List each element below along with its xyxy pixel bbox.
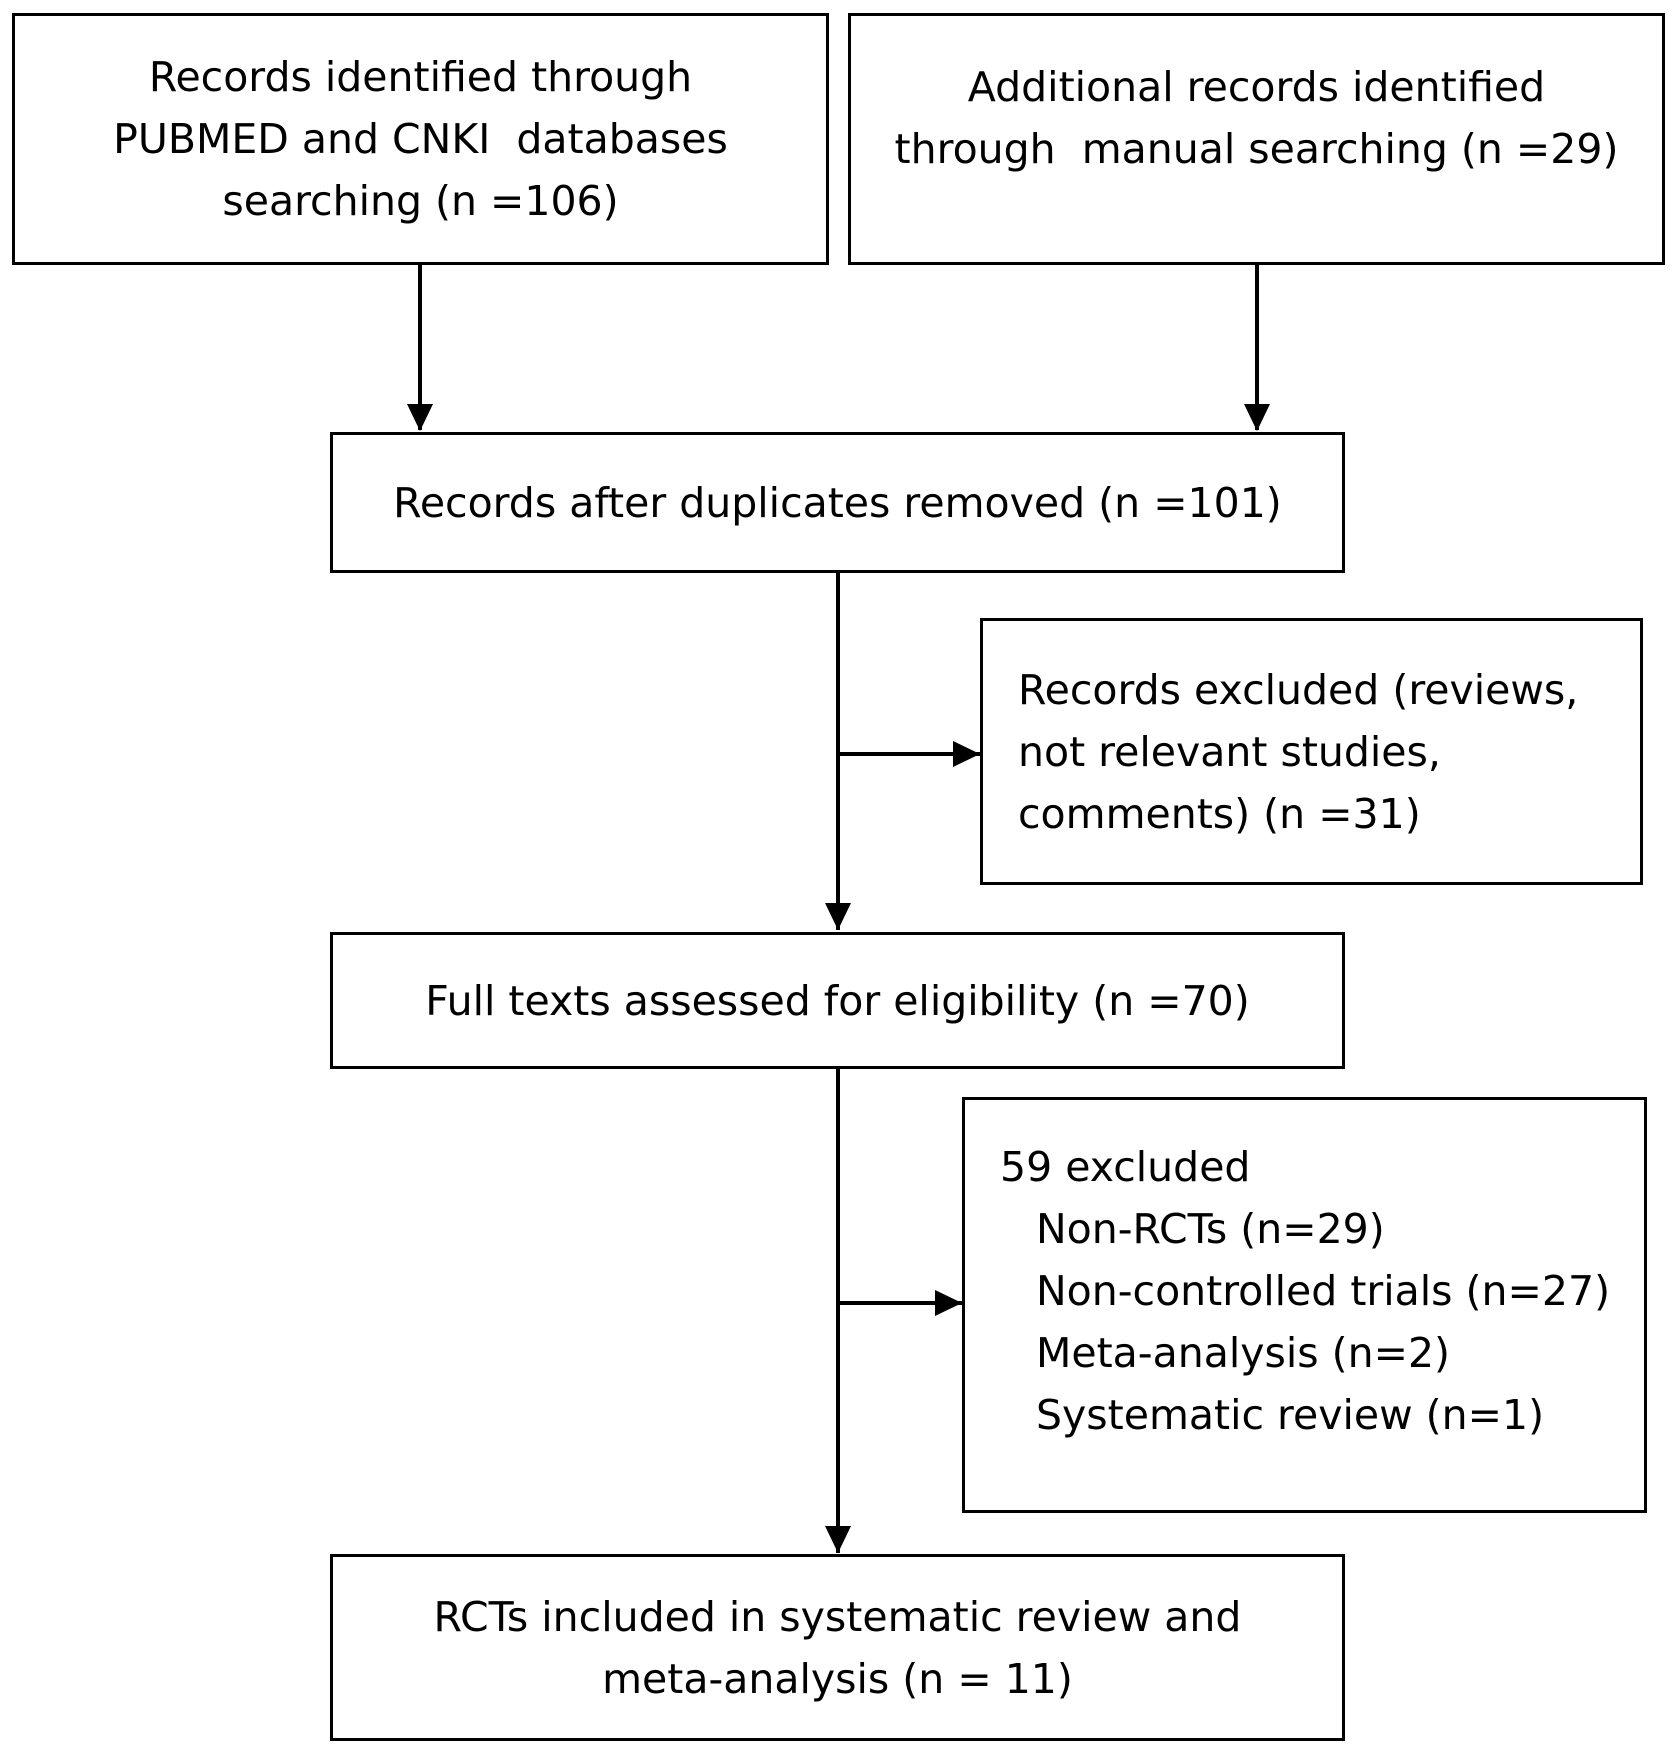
records-excluded-line-3: comments) (n =31) [1018, 789, 1421, 838]
arrowhead-to-fulltext-excluded [935, 1290, 962, 1316]
full-texts-box: Full texts assessed for eligibility (n =… [330, 932, 1345, 1069]
identified-manual-line-2: through manual searching (n =29) [894, 125, 1619, 173]
exclusion-item-non-rcts: Non-RCTs (n=29) [1036, 1205, 1385, 1253]
identified-db-line-3: searching (n =106) [222, 177, 619, 225]
arrowhead-to-records-excluded [953, 741, 980, 767]
fulltext-excluded-box: 59 excluded Non-RCTs (n=29) Non-controll… [962, 1097, 1647, 1513]
arrowhead-duplicates-to-fulltext [825, 903, 851, 930]
included-line-2: meta-analysis (n = 11) [602, 1654, 1073, 1703]
identified-db-box: Records identified through PUBMED and CN… [12, 13, 829, 265]
exclusion-item-non-controlled: Non-controlled trials (n=27) [1036, 1267, 1611, 1315]
arrowhead-manual-to-duplicates [1244, 404, 1270, 431]
identified-manual-box: Additional records identified through ma… [848, 13, 1665, 265]
included-box: RCTs included in systematic review and m… [330, 1554, 1345, 1741]
records-excluded-line-1: Records excluded (reviews, [1018, 665, 1579, 714]
fulltext-excluded-heading: 59 excluded [1000, 1143, 1251, 1191]
identified-db-line-1: Records identified through [148, 53, 693, 101]
identified-db-line-2: PUBMED and CNKI databases [113, 115, 728, 163]
exclusion-item-systematic-review: Systematic review (n=1) [1036, 1391, 1545, 1439]
arrowhead-fulltext-to-included [825, 1526, 851, 1553]
exclusion-item-meta-analysis: Meta-analysis (n=2) [1036, 1329, 1451, 1377]
included-line-1: RCTs included in systematic review and [433, 1592, 1242, 1641]
identified-manual-line-1: Additional records identified [967, 63, 1546, 111]
after-duplicates-text: Records after duplicates removed (n =101… [393, 478, 1282, 527]
records-excluded-line-2: not relevant studies, [1018, 727, 1441, 776]
full-texts-text: Full texts assessed for eligibility (n =… [425, 976, 1250, 1025]
arrowhead-db-to-duplicates [407, 404, 433, 431]
after-duplicates-box: Records after duplicates removed (n =101… [330, 432, 1345, 573]
records-excluded-box: Records excluded (reviews, not relevant … [980, 618, 1643, 885]
